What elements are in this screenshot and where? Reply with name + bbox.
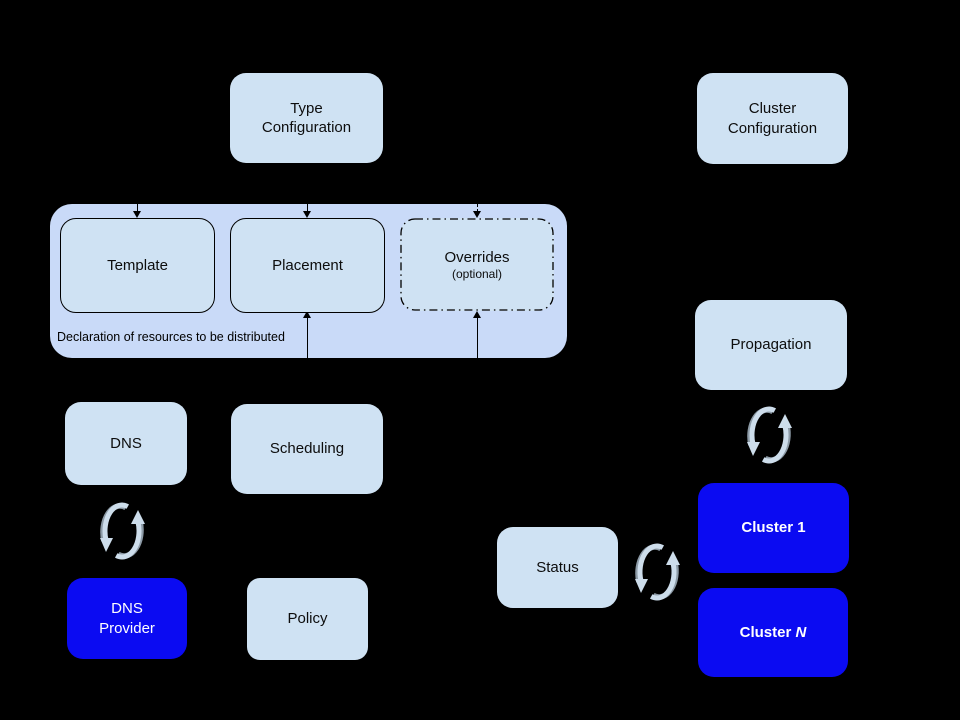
node-cluster-configuration: Cluster Configuration (697, 73, 848, 164)
sync-icon (635, 543, 680, 601)
arrow-into-placement (303, 204, 312, 218)
sync-icon (747, 406, 792, 464)
node-template: Template (60, 218, 215, 313)
arrowhead-up-icon (473, 311, 481, 318)
node-label: Placement (272, 256, 343, 274)
node-label: Scheduling (269, 440, 345, 458)
node-label: Overrides (444, 248, 510, 266)
node-overrides: Overrides (optional) (400, 218, 554, 311)
node-policy: Policy (247, 578, 368, 660)
arrow-line (307, 204, 308, 212)
node-dns-provider: DNS Provider (67, 578, 187, 659)
arrow-line (137, 204, 138, 212)
group-caption: Declaration of resources to be distribut… (57, 330, 285, 344)
arrow-up-into-placement (303, 311, 312, 358)
node-label: Policy (287, 610, 328, 628)
node-label: Template (107, 256, 168, 274)
node-label: Cluster 1 (741, 519, 806, 537)
arrowhead-up-icon (303, 311, 311, 318)
node-label: Type Configuration (261, 99, 352, 137)
node-label: Propagation (730, 336, 812, 354)
node-label: Cluster Configuration (727, 100, 818, 137)
node-cluster-n: Cluster N (698, 588, 848, 677)
arrow-into-template (133, 204, 142, 218)
node-label: Cluster N (740, 623, 807, 643)
sync-icon (100, 502, 145, 560)
node-propagation: Propagation (695, 300, 847, 390)
node-label: Status (536, 558, 579, 576)
node-dns: DNS (65, 402, 187, 485)
node-label: DNS Provider (99, 600, 155, 637)
arrowhead-down-icon (303, 211, 311, 218)
arrowhead-down-icon (133, 211, 141, 218)
node-placement: Placement (230, 218, 385, 313)
arrow-line (477, 317, 478, 358)
node-label-group: Overrides (optional) (444, 249, 509, 281)
node-cluster-1: Cluster 1 (698, 483, 849, 573)
node-label: DNS (110, 434, 142, 452)
arrow-into-overrides (473, 204, 482, 218)
cluster-n-variable: N (795, 623, 807, 641)
arrowhead-down-icon (473, 211, 481, 218)
arrow-line-dashed (477, 204, 478, 212)
arrow-line (307, 317, 308, 358)
cluster-n-prefix: Cluster (739, 623, 796, 641)
arrow-up-into-overrides (473, 311, 482, 358)
node-status: Status (497, 527, 618, 608)
node-sublabel: (optional) (451, 266, 503, 281)
node-type-configuration: Type Configuration (230, 73, 383, 163)
node-scheduling: Scheduling (231, 404, 383, 494)
